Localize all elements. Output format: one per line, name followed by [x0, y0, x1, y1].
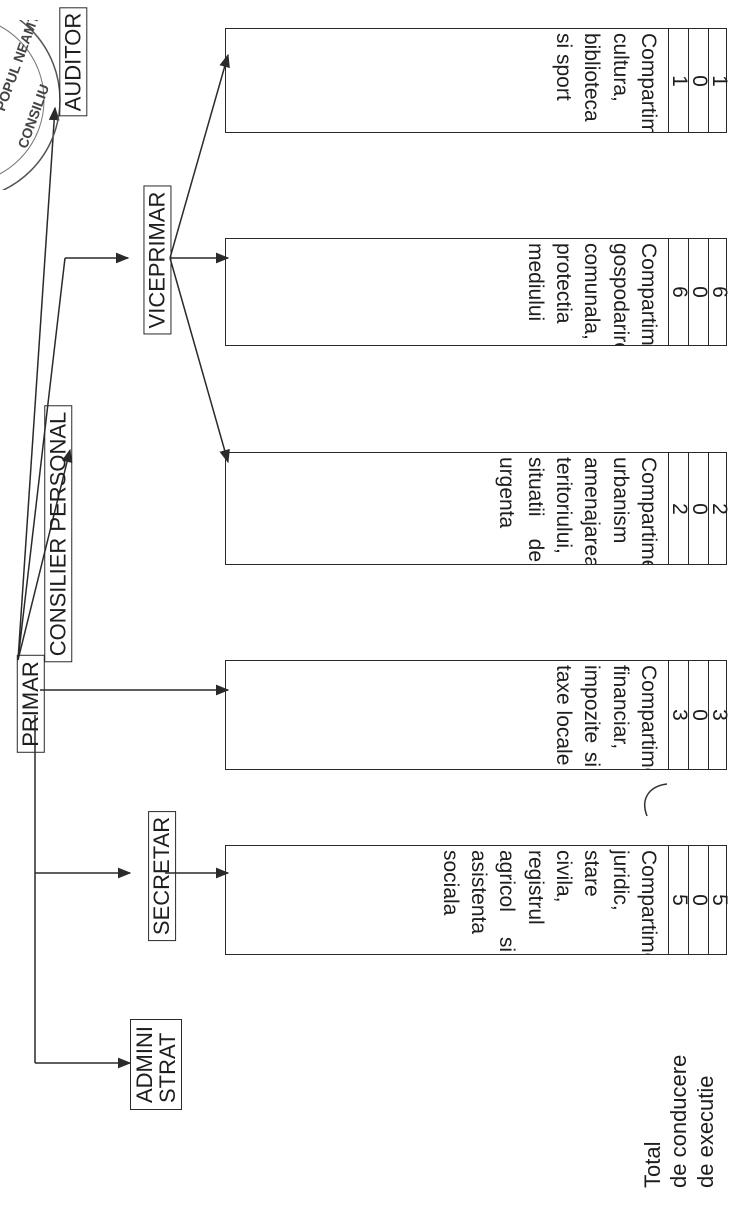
dept-name: Compartiment cultura, biblioteca si spor… — [551, 33, 660, 132]
legend-conducere: de conducere — [666, 1054, 692, 1188]
handwritten-mark-icon — [644, 783, 668, 817]
dept-count-executie: 5 — [708, 846, 731, 954]
secretar-label: SECRETAR — [149, 816, 175, 936]
dept-name-cell: Compartiment urbanism amenajarea teritor… — [226, 453, 668, 564]
dept-row-cultura: Compartiment cultura, biblioteca si spor… — [225, 28, 731, 133]
viceprimar-box: VICEPRIMAR — [143, 185, 172, 335]
legend: Total de conducere de executie — [640, 1055, 719, 1188]
administrator-label-line2: STRAT — [155, 1032, 181, 1103]
dept-name-cell: Compartiment juridic, stare civila, regi… — [226, 846, 668, 954]
dept-count-total: 2 — [668, 453, 691, 564]
consilier-label: CONSILIER PERSONAL — [45, 411, 71, 657]
dept-count-executie: 2 — [708, 453, 731, 564]
primar-box: PRIMAR — [16, 655, 45, 753]
dept-name: Compartiment juridic, stare civila, regi… — [438, 850, 660, 954]
dept-name: Compartiment gospodarire comunala, prote… — [523, 243, 660, 345]
connector-primar-auditor — [17, 106, 60, 661]
auditor-box: AUDITOR — [59, 7, 88, 117]
dept-count-total: 1 — [668, 29, 691, 132]
dept-name-cell: Compartiment gospodarire comunala, prote… — [226, 239, 668, 345]
dept-name: Compartiment urbanism amenajarea teritor… — [495, 457, 660, 564]
dept-count-conducere: 0 — [688, 453, 711, 564]
dept-count-conducere: 0 — [688, 239, 711, 345]
dept-count-total: 3 — [668, 661, 691, 769]
dept-count-total: 5 — [668, 846, 691, 954]
dept-name: Compartiment financiar, impozite si taxe… — [551, 665, 660, 769]
dept-count-executie: 1 — [708, 29, 731, 132]
connector-viceprimar-urbanism — [169, 257, 230, 464]
dept-count-total: 6 — [668, 239, 691, 345]
connector-primar-consilier — [17, 448, 73, 661]
dept-count-executie: 6 — [708, 239, 731, 345]
consilier-box: CONSILIER PERSONAL — [44, 405, 73, 663]
dept-name-cell: Compartiment cultura, biblioteca si spor… — [226, 29, 668, 132]
viceprimar-label: VICEPRIMAR — [144, 191, 170, 329]
administrator-label-line1: ADMINI — [132, 1026, 157, 1103]
connector-viceprimar-cultura — [169, 53, 230, 259]
connector-primar-viceprimar — [17, 257, 66, 661]
administrator-box: ADMINI STRAT — [130, 1019, 183, 1110]
dept-count-executie: 3 — [708, 661, 731, 769]
dept-name-cell: Compartiment financiar, impozite si taxe… — [226, 661, 668, 769]
auditor-label: AUDITOR — [60, 12, 86, 112]
legend-executie: de executie — [692, 1075, 718, 1188]
dept-row-juridic: Compartiment juridic, stare civila, regi… — [225, 845, 731, 955]
dept-count-conducere: 0 — [688, 661, 711, 769]
dept-row-urbanism: Compartiment urbanism amenajarea teritor… — [225, 452, 731, 565]
dept-row-gospodarire: Compartiment gospodarire comunala, prote… — [225, 238, 731, 346]
legend-total: Total — [640, 1141, 665, 1188]
primar-label: PRIMAR — [17, 661, 43, 747]
secretar-box: SECRETAR — [148, 810, 177, 942]
dept-count-conducere: 0 — [688, 29, 711, 132]
dept-count-conducere: 0 — [688, 846, 711, 954]
stamp-seal-icon: POPUL NEAMT CONSILIU — [0, 20, 61, 190]
dept-row-financiar: Compartiment financiar, impozite si taxe… — [225, 660, 731, 770]
